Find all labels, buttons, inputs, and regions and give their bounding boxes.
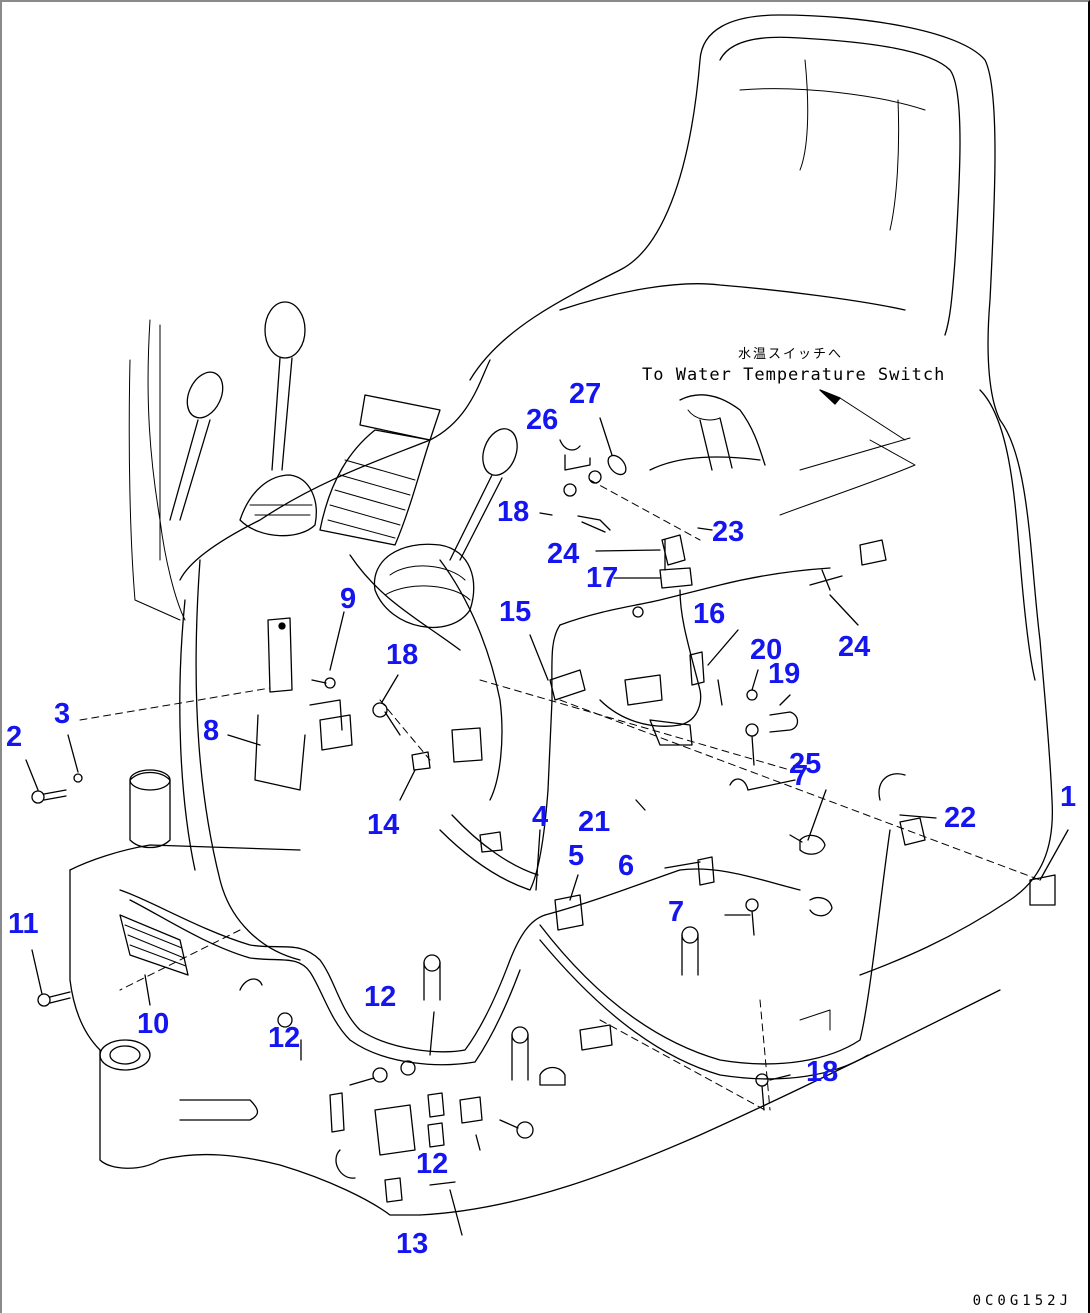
callout-18-lower[interactable]: 18 bbox=[806, 1056, 839, 1088]
callout-21[interactable]: 21 bbox=[578, 806, 611, 838]
callout-6[interactable]: 6 bbox=[618, 850, 635, 882]
callout-11[interactable]: 11 bbox=[8, 908, 39, 940]
callout-23[interactable]: 23 bbox=[712, 516, 745, 548]
callout-20[interactable]: 20 bbox=[750, 634, 783, 666]
callout-14[interactable]: 14 bbox=[367, 809, 400, 841]
callout-15[interactable]: 15 bbox=[499, 596, 532, 628]
wiring-harness bbox=[119, 539, 906, 1080]
callout-2[interactable]: 2 bbox=[6, 721, 23, 753]
callout-19[interactable]: 19 bbox=[768, 658, 801, 690]
callout-24-right[interactable]: 24 bbox=[838, 631, 871, 663]
hardware-parts bbox=[31, 439, 926, 1203]
callout-18-upper[interactable]: 18 bbox=[497, 496, 530, 528]
callout-leaders bbox=[25, 417, 1069, 1236]
callout-8[interactable]: 8 bbox=[203, 715, 220, 747]
annotation-english: To Water Temperature Switch bbox=[642, 365, 946, 385]
callout-16[interactable]: 16 bbox=[693, 598, 726, 630]
callout-17[interactable]: 17 bbox=[586, 562, 619, 594]
callout-10[interactable]: 10 bbox=[137, 1008, 170, 1040]
seat-cushion bbox=[779, 389, 1056, 976]
water-temp-switch-harness bbox=[649, 389, 906, 471]
callout-27[interactable]: 27 bbox=[569, 378, 602, 410]
callout-25[interactable]: 25 bbox=[789, 748, 822, 780]
callout-22[interactable]: 22 bbox=[944, 802, 977, 834]
alignment-lines bbox=[79, 479, 1041, 1111]
seat-backrest bbox=[469, 14, 1001, 421]
callout-13[interactable]: 13 bbox=[396, 1228, 429, 1260]
drawing-code: 0C0G152J bbox=[972, 1293, 1072, 1309]
control-levers bbox=[169, 301, 518, 629]
console-body bbox=[128, 319, 503, 961]
callout-18-middle[interactable]: 18 bbox=[386, 639, 419, 671]
callout-3[interactable]: 3 bbox=[54, 698, 71, 730]
callout-7-upper[interactable]: 7 bbox=[792, 760, 809, 792]
callout-7-lower[interactable]: 7 bbox=[668, 896, 685, 928]
callout-4[interactable]: 4 bbox=[532, 801, 549, 833]
callout-5[interactable]: 5 bbox=[568, 840, 585, 872]
callout-9[interactable]: 9 bbox=[340, 583, 357, 615]
annotation-japanese: 水温スイッチへ bbox=[738, 347, 844, 362]
base-frame bbox=[69, 769, 1001, 1216]
callout-26[interactable]: 26 bbox=[526, 404, 559, 436]
callout-1[interactable]: 1 bbox=[1060, 781, 1077, 813]
callout-12-top[interactable]: 12 bbox=[364, 981, 397, 1013]
callout-12-right[interactable]: 12 bbox=[416, 1148, 449, 1180]
callout-24-upper[interactable]: 24 bbox=[547, 538, 580, 570]
callout-12-left[interactable]: 12 bbox=[268, 1022, 301, 1054]
